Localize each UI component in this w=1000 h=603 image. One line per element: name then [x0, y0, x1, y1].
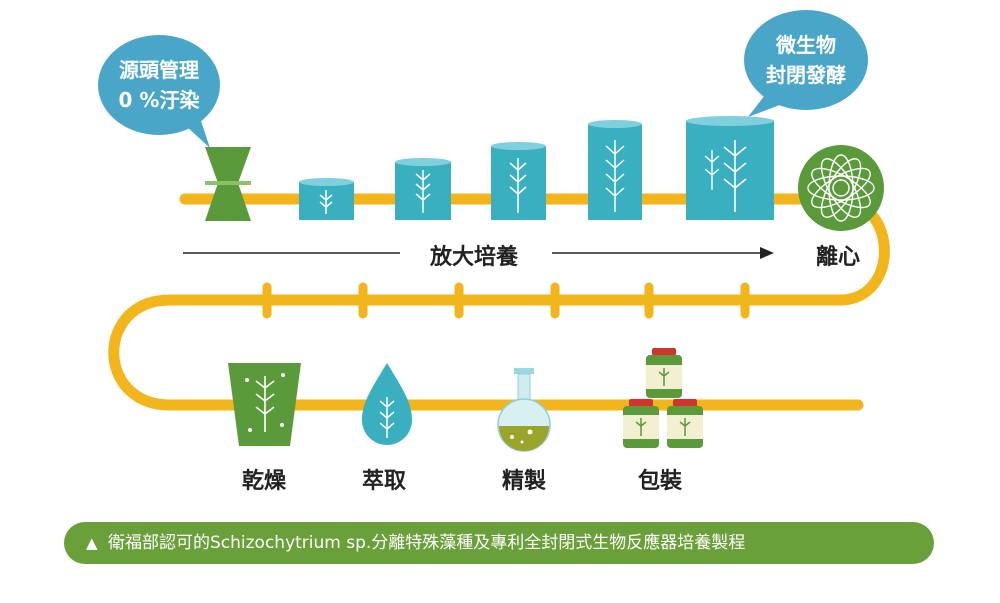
centrifuge-icon: [798, 145, 884, 231]
tank-3-icon: [491, 142, 546, 220]
scale-up-label: 放大培養: [430, 245, 519, 270]
fermentation-bubble-text: 微生物 封閉發酵: [750, 30, 862, 90]
refining-flask-icon: [497, 368, 551, 452]
extraction-label: 萃取: [362, 469, 407, 494]
extraction-droplet-icon: [362, 363, 412, 445]
drying-label: 乾燥: [242, 469, 287, 494]
pipeline: [108, 193, 890, 411]
source-bubble-line2: 0 %汙染: [118, 88, 200, 112]
scale-up-arrow: [183, 247, 774, 259]
fermentation-bubble-line1: 微生物: [776, 33, 836, 57]
drying-cup-icon: [228, 363, 301, 446]
tank-2-icon: [395, 158, 451, 220]
pipe-ticks: [262, 282, 750, 319]
caption-text: 衛福部認可的Schizochytrium sp.分離特殊藻種及專利全封閉式生物反…: [108, 533, 746, 553]
centrifuge-label: 離心: [816, 245, 861, 270]
packaging-bottles-icon: [623, 348, 703, 448]
packaging-label: 包裝: [638, 469, 683, 494]
source-bubble: [98, 35, 220, 148]
fermentation-bubble-line2: 封閉發酵: [766, 63, 846, 87]
tank-5-icon: [686, 116, 774, 220]
source-bubble-line1: 源頭管理: [119, 58, 199, 82]
fermentation-bubble: [744, 10, 868, 117]
caption-banner: ▲ 衛福部認可的Schizochytrium sp.分離特殊藻種及專利全封閉式生…: [64, 522, 934, 564]
hourglass-vessel-icon: [205, 147, 251, 221]
tank-4-icon: [588, 120, 642, 220]
source-bubble-text: 源頭管理 0 %汙染: [104, 55, 214, 115]
refining-label: 精製: [502, 469, 547, 494]
culture-tanks: [299, 116, 774, 220]
triangle-marker-icon: ▲: [86, 534, 98, 552]
tank-1-icon: [299, 178, 354, 220]
